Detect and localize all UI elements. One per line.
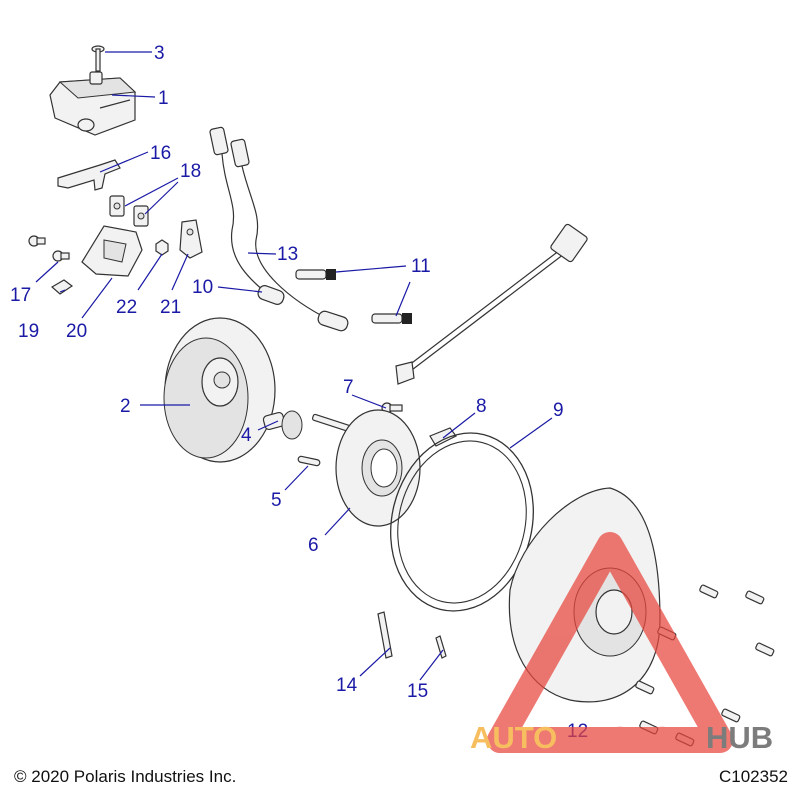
- part-16-bracket: [57, 159, 121, 191]
- part-5-pin: [297, 455, 321, 467]
- part-1-regulator: [49, 71, 137, 136]
- part-21-clamp: [179, 219, 203, 259]
- callout-18: 18: [180, 161, 201, 182]
- part-19-clip: [50, 279, 74, 295]
- leader-lines: [35, 51, 553, 681]
- figure-id: C102352: [718, 767, 788, 786]
- callout-3: 3: [154, 43, 165, 64]
- callout-14: 14: [336, 675, 358, 696]
- callout-5: 5: [271, 490, 282, 511]
- callout-19: 19: [18, 321, 39, 342]
- part-17-bolts: [28, 235, 70, 262]
- part-15-tube: [435, 635, 447, 659]
- callout-11: 11: [411, 256, 431, 277]
- callout-21: 21: [160, 297, 181, 318]
- automotohub-watermark-logo: AUTO MOTO HUB: [470, 532, 773, 755]
- part-2-flywheel: [163, 317, 276, 463]
- watermark-word-hub: HUB: [706, 720, 773, 755]
- callout-9: 9: [553, 400, 564, 421]
- callout-15: 15: [407, 681, 428, 702]
- copyright-notice: © 2020 Polaris Industries Inc.: [14, 767, 237, 786]
- watermark-word-auto: AUTO: [470, 720, 557, 755]
- callout-8: 8: [476, 396, 487, 417]
- callout-4: 4: [241, 425, 252, 446]
- part-13-wire-harness: [209, 126, 349, 332]
- part-20-mount-plate: [81, 225, 143, 277]
- part-4-gear: [262, 410, 303, 440]
- callout-7: 7: [343, 377, 354, 398]
- callout-labels: 3 1 16 18 17 19 20 22 21 13 10 11 2 7 8 …: [10, 43, 588, 742]
- callout-6: 6: [308, 535, 319, 556]
- part-22-nut: [155, 239, 169, 256]
- callout-22: 22: [116, 297, 137, 318]
- callout-10: 10: [192, 277, 213, 298]
- callout-16: 16: [150, 143, 171, 164]
- callout-17: 17: [10, 285, 31, 306]
- watermark-word-moto: MOTO: [582, 720, 674, 755]
- part-14-tube: [377, 611, 393, 659]
- callout-2: 2: [120, 396, 131, 417]
- callout-20: 20: [66, 321, 87, 342]
- stator-bolt: [311, 413, 353, 433]
- part-9-gasket: [390, 432, 534, 612]
- part-18-clip-nuts: [109, 195, 149, 227]
- callout-1: 1: [158, 88, 169, 109]
- callout-13: 13: [277, 244, 298, 265]
- part-11-sensors: [295, 269, 412, 324]
- part-6-stator: [335, 409, 421, 527]
- stator-cable-connector: [395, 223, 588, 385]
- part-3-screw: [91, 45, 105, 72]
